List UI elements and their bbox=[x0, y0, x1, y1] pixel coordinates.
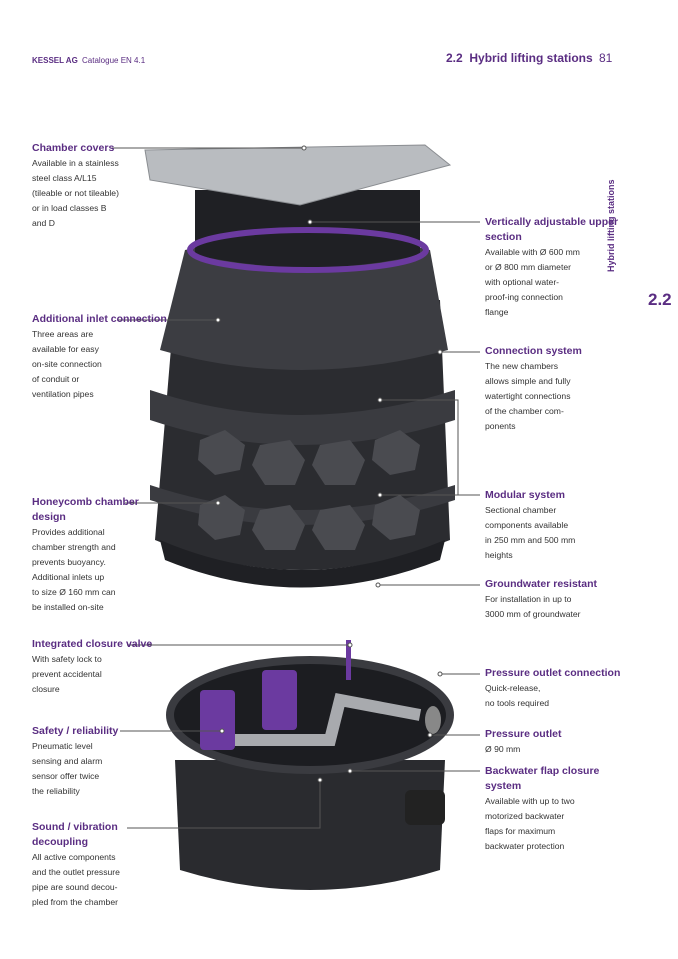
callout-text: The new chambers bbox=[485, 361, 559, 371]
section-title: 2.2 Hybrid lifting stations bbox=[446, 51, 593, 65]
callout-text: available for easy bbox=[32, 344, 99, 354]
callout-pressure-outlet: Pressure outlet Ø 90 mm bbox=[485, 727, 625, 757]
callout-text: chamber strength and bbox=[32, 542, 116, 552]
side-tab-number: 2.2 bbox=[648, 290, 672, 309]
callout-text: or Ø 800 mm diameter bbox=[485, 262, 571, 272]
callout-text: All active components bbox=[32, 852, 116, 862]
callout-text: For installation in up to bbox=[485, 594, 572, 604]
callout-text: sensor offer twice bbox=[32, 771, 100, 781]
callout-text: Three areas are bbox=[32, 329, 94, 339]
callout-text: ponents bbox=[485, 421, 516, 431]
callout-text: steel class A/L15 bbox=[32, 173, 97, 183]
callout-text: no tools required bbox=[485, 698, 550, 708]
callout-text: prevents buoyancy. bbox=[32, 557, 106, 567]
callout-text: prevent accidental bbox=[32, 669, 102, 679]
callout-title: Chamber covers bbox=[32, 142, 115, 154]
callout-title: Backwater flap closure system bbox=[485, 765, 600, 792]
callout-text: of conduit or bbox=[32, 374, 80, 384]
callout-text: components available bbox=[485, 520, 569, 530]
callout-text: closure bbox=[32, 684, 60, 694]
callout-text: sensing and alarm bbox=[32, 756, 103, 766]
callout-text: and the outlet pressure bbox=[32, 867, 120, 877]
modular-chamber-image bbox=[144, 144, 455, 588]
callout-text: or in load classes B bbox=[32, 203, 107, 213]
callout-text: With safety lock to bbox=[32, 654, 102, 664]
callout-text: Available in a stainless bbox=[32, 158, 119, 168]
company-name: KESSEL AG bbox=[32, 56, 78, 65]
callout-text: 3000 mm of groundwater bbox=[485, 609, 581, 619]
callout-title: Connection system bbox=[485, 345, 582, 357]
callout-text: Available with Ø 600 mm bbox=[485, 247, 580, 257]
callout-text: pipe are sound decou- bbox=[32, 882, 118, 892]
callout-text: with optional water- bbox=[485, 277, 560, 287]
catalogue-label: Catalogue EN 4.1 bbox=[82, 56, 146, 65]
callout-text: (tileable or not tileable) bbox=[32, 188, 119, 198]
callout-text: and D bbox=[32, 218, 55, 228]
callout-text: pled from the chamber bbox=[32, 897, 118, 907]
callout-text: Quick-release, bbox=[485, 683, 541, 693]
callout-text: on-site connection bbox=[32, 359, 102, 369]
callout-text: Additional inlets up bbox=[32, 572, 105, 582]
callout-text: watertight connections bbox=[485, 391, 571, 401]
page-number: 81 bbox=[599, 51, 613, 65]
callout-text: be installed on-site bbox=[32, 602, 104, 612]
lifting-station-image bbox=[166, 640, 454, 890]
callout-title: Groundwater resistant bbox=[485, 578, 598, 590]
callout-title: Modular system bbox=[485, 489, 565, 501]
callout-title: Safety / reliability bbox=[32, 725, 119, 737]
callout-text: Provides additional bbox=[32, 527, 105, 537]
callout-text: Pneumatic level bbox=[32, 741, 93, 751]
callout-title: Sound / vibration decoupling bbox=[32, 821, 118, 848]
callout-text: the reliability bbox=[32, 786, 80, 796]
callout-text: in 250 mm and 500 mm bbox=[485, 535, 576, 545]
callout-text: to size Ø 160 mm can bbox=[32, 587, 116, 597]
callout-title: Pressure outlet bbox=[485, 728, 562, 740]
leader-lines bbox=[112, 145, 480, 829]
callout-text: Ø 90 mm bbox=[485, 744, 521, 754]
callout-title: Integrated closure valve bbox=[32, 638, 153, 650]
callout-text: backwater protection bbox=[485, 841, 565, 851]
callout-title: Pressure outlet connection bbox=[485, 667, 621, 679]
callout-title: Honeycomb chamber design bbox=[32, 496, 139, 523]
callout-text: Available with up to two bbox=[485, 796, 575, 806]
callout-text: proof-ing connection bbox=[485, 292, 563, 302]
callout-text: heights bbox=[485, 550, 513, 560]
callout-text: flange bbox=[485, 307, 509, 317]
callout-title: Additional inlet connection bbox=[32, 313, 167, 325]
callout-text: ventilation pipes bbox=[32, 389, 94, 399]
callout-text: of the chamber com- bbox=[485, 406, 564, 416]
callout-text: motorized backwater bbox=[485, 811, 565, 821]
callout-text: allows simple and fully bbox=[485, 376, 571, 386]
callout-text: flaps for maximum bbox=[485, 826, 556, 836]
callout-title: Vertically adjustable upper section bbox=[485, 216, 619, 243]
callout-text: Sectional chamber bbox=[485, 505, 557, 515]
